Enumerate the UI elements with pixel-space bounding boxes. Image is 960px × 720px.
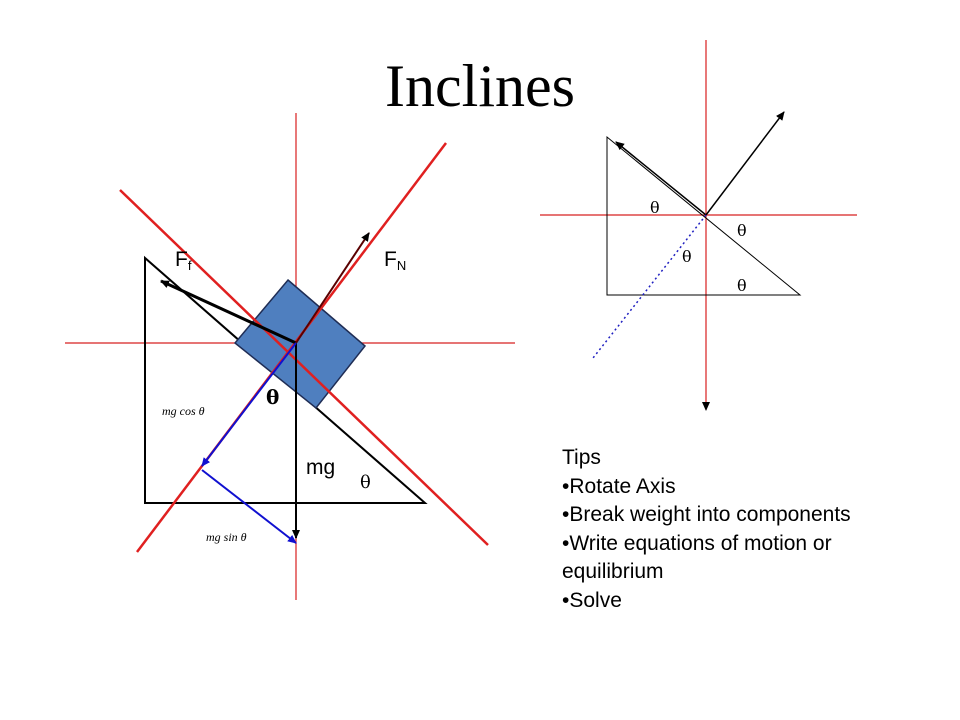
friction-label: Ff <box>175 248 192 273</box>
normal-force-arrow <box>295 232 370 344</box>
mg-sin-component-arrow <box>201 469 297 544</box>
small-theta-upper-left: θ <box>650 198 660 217</box>
small-theta-bottom: θ <box>737 276 747 295</box>
small-theta-middle: θ <box>682 247 692 266</box>
small-parallel-arrow <box>615 141 707 216</box>
block <box>233 278 367 410</box>
mg-cos-theta-label: mg cos θ <box>162 404 205 418</box>
tips-list: Tips •Rotate Axis •Break weight into com… <box>562 444 851 615</box>
theta-incline-angle-label: θ <box>360 472 371 493</box>
tip-item: •Break weight into components <box>562 503 851 526</box>
small-incline-triangle <box>606 135 802 296</box>
mg-sin-theta-label: mg sin θ <box>206 530 247 544</box>
small-perpendicular-arrow <box>705 111 785 216</box>
small-dotted-line <box>592 214 707 359</box>
rotated-axis-parallel <box>119 189 489 546</box>
friction-arrow <box>160 279 297 345</box>
normal-force-label: FN <box>384 248 406 273</box>
tip-item: •Write equations of motion or <box>562 531 832 555</box>
tip-item: •Solve <box>562 588 622 612</box>
tip-item: •Rotate Axis <box>562 474 676 498</box>
weight-label: mg <box>306 456 335 479</box>
tips-heading: Tips <box>562 446 601 469</box>
theta-bold-label: θ <box>266 385 279 409</box>
tip-item-continuation: equilibrium <box>562 560 664 583</box>
slide-title: Inclines <box>385 53 575 119</box>
mg-cos-component-arrow <box>201 342 297 467</box>
small-theta-right: θ <box>737 221 747 240</box>
